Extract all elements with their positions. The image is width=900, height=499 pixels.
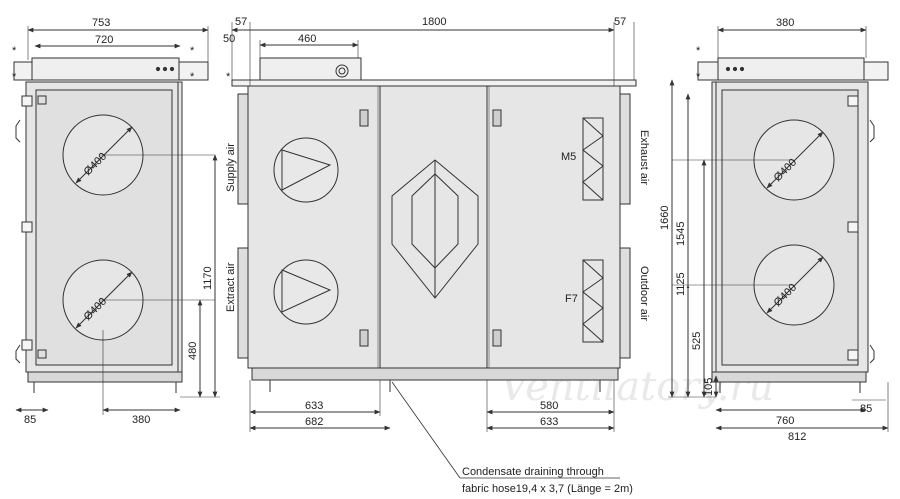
note-mark: *: [190, 45, 195, 57]
left-side-view: [13, 26, 220, 415]
dim-760: 760: [776, 415, 794, 427]
note-mark: *: [696, 45, 701, 57]
dim-633-right: 633: [540, 416, 558, 428]
dim-525: 525: [691, 332, 703, 350]
dim-720: 720: [95, 34, 113, 46]
filter-m5-label: M5: [561, 151, 576, 163]
dim-380-left: 380: [132, 414, 150, 426]
outdoor-air-label: Outdoor air: [638, 266, 650, 321]
note-mark: *: [12, 45, 17, 57]
dim-57-left: 57: [235, 16, 247, 28]
extract-air-label: Extract air: [225, 262, 237, 312]
note-mark: *: [696, 71, 701, 83]
dim-812: 812: [788, 431, 806, 443]
exhaust-air-label: Exhaust air: [638, 130, 650, 185]
dim-1800: 1800: [422, 16, 446, 28]
note-mark: *: [190, 71, 195, 83]
dim-105: 105: [703, 378, 715, 396]
dim-1125: 1125: [675, 272, 687, 296]
right-side-view: [668, 26, 889, 432]
condensate-note-line2: fabric hose19,4 x 3,7 (Länge = 2m): [462, 483, 633, 495]
dim-480: 480: [187, 342, 199, 360]
dim-50: 50: [223, 33, 235, 45]
dim-85-right: 85: [860, 403, 872, 415]
dim-460: 460: [298, 33, 316, 45]
dim-753: 753: [92, 17, 110, 29]
dim-682: 682: [305, 416, 323, 428]
dim-633-left: 633: [305, 400, 323, 412]
dim-1545: 1545: [675, 222, 687, 246]
dim-85-left: 85: [24, 414, 36, 426]
dim-1660: 1660: [659, 206, 671, 230]
condensate-note-line1: Condensate draining through: [462, 466, 604, 478]
dim-380-top: 380: [776, 17, 794, 29]
front-view: [231, 22, 637, 479]
note-mark: *: [226, 71, 231, 83]
filter-f7-label: F7: [565, 293, 578, 305]
note-mark: *: [12, 71, 17, 83]
dim-1170: 1170: [202, 266, 214, 290]
front-view-labels: 57 1800 57 50 460 * Supply air Extract a…: [223, 16, 650, 495]
dim-57-right: 57: [614, 16, 626, 28]
supply-air-label: Supply air: [225, 143, 237, 192]
dim-580: 580: [540, 400, 558, 412]
